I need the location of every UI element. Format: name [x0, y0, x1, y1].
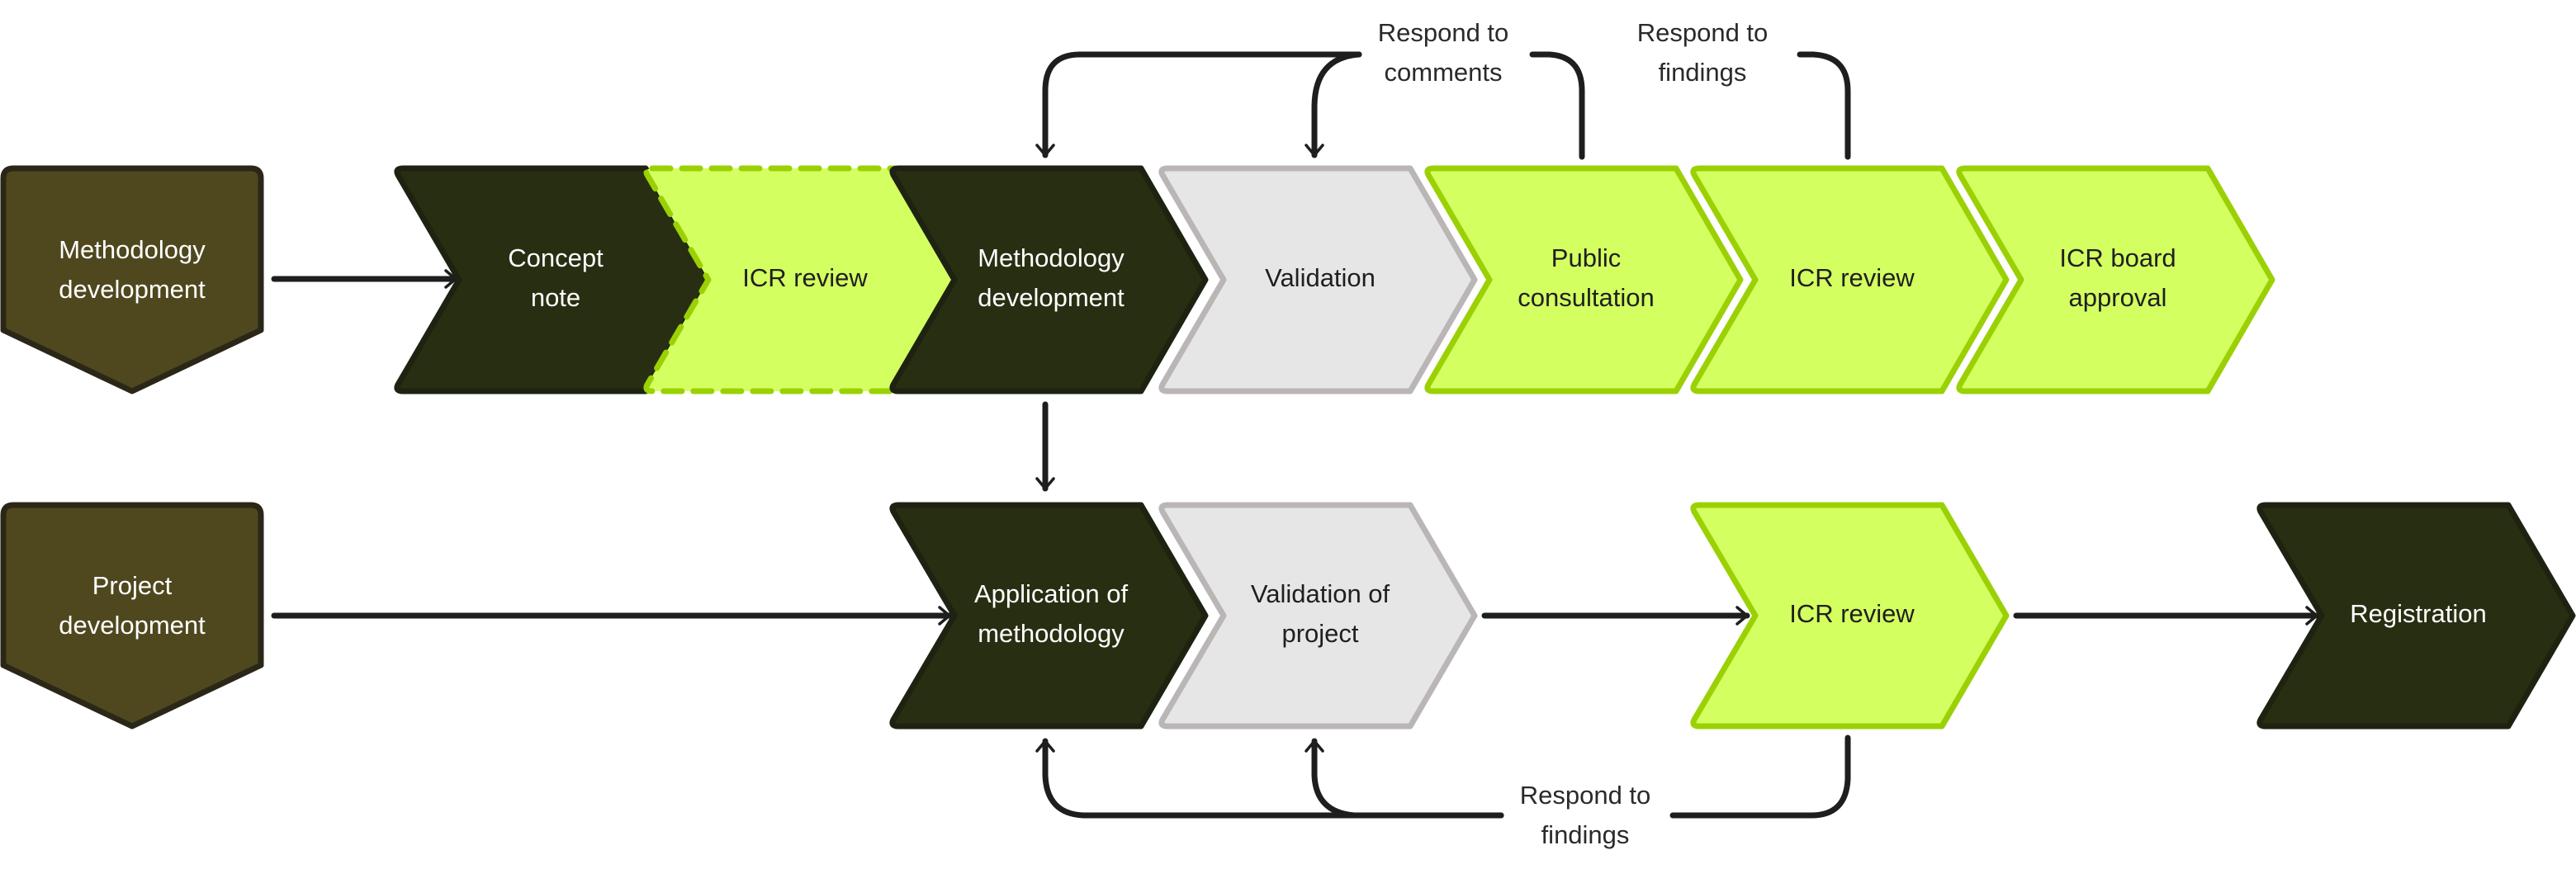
methodology-phase-node[interactable]: Methodology development	[0, 165, 264, 394]
edge-label-respond-to-comments-line: Respond to	[1378, 18, 1509, 47]
methodology-development-label-line: development	[978, 283, 1125, 312]
icr-review-1-label: ICR review	[742, 263, 868, 292]
edge-public-consultation-loop-a	[1529, 51, 1585, 160]
edge-label-respond-to-findings-top-line: Respond to	[1637, 18, 1769, 47]
icr-review-2-step[interactable]: ICR review	[1690, 165, 2010, 394]
icr-board-approval-label-line: approval	[2069, 283, 2167, 312]
phase-shape	[0, 165, 264, 394]
concept-note-label-line: Concept	[508, 243, 604, 272]
chevron-shape	[889, 165, 1209, 394]
public-consultation-step[interactable]: Public consultation	[1424, 165, 1744, 394]
public-consultation-label-line: consultation	[1518, 283, 1654, 312]
icr-review-1-step[interactable]: ICR review	[643, 165, 963, 394]
icr-review-2-label-line: ICR review	[1789, 263, 1915, 292]
icr-board-approval-step[interactable]: ICR board approval	[1956, 165, 2275, 394]
validation-of-project-label-line: project	[1281, 619, 1358, 648]
chevron-shape	[1424, 165, 1744, 394]
project-phase-label-line: Project	[92, 571, 173, 600]
methodology-development-label-line: Methodology	[978, 243, 1125, 272]
registration-label: Registration	[2350, 599, 2486, 628]
application-of-methodology-label-line: Application of	[974, 579, 1129, 608]
concept-note-label: Concept note	[508, 243, 604, 312]
chevron-shape	[1158, 165, 1478, 394]
chevron-shape	[1158, 502, 1478, 730]
phase-shape	[0, 502, 264, 730]
edge-label-respond-to-findings-top-line: findings	[1659, 58, 1747, 87]
edge-icr-review-3-loop-a	[1669, 734, 1851, 819]
chevron-shape	[889, 502, 1209, 730]
application-of-methodology-step[interactable]: Application of methodology	[889, 502, 1209, 730]
methodology-phase-label-line: Methodology	[59, 235, 206, 264]
edge-public-consultation-loop-c	[1305, 51, 1362, 158]
icr-review-3-step[interactable]: ICR review	[1690, 502, 2010, 730]
icr-board-approval-label-line: ICR board	[2059, 243, 2176, 272]
chevron-shape	[1690, 502, 2010, 730]
application-of-methodology-label: Application of methodology	[974, 579, 1129, 648]
edge-label-respond-to-comments-line: comments	[1385, 58, 1503, 87]
validation-label-line: Validation	[1265, 263, 1376, 292]
project-phase-node[interactable]: Project development	[0, 502, 264, 730]
validation-of-project-label-line: Validation of	[1251, 579, 1390, 608]
methodology-phase-label: Methodology development	[59, 235, 206, 304]
edge-public-consultation-loop-b	[1035, 51, 1362, 158]
edge-icr-review-2-loop	[1797, 51, 1851, 160]
validation-of-project-label: Validation of project	[1251, 579, 1390, 648]
validation-of-project-step[interactable]: Validation of project	[1158, 502, 1478, 730]
icr-review-3-label-line: ICR review	[1789, 599, 1915, 628]
edge-label-respond-to-findings-bottom-line: Respond to	[1520, 781, 1651, 810]
edge-label-respond-to-comments: Respond to comments	[1378, 18, 1509, 87]
methodology-development-step[interactable]: Methodology development	[889, 165, 1209, 394]
chevron-shape	[1690, 165, 2010, 394]
methodology-phase-label-line: development	[59, 275, 206, 304]
project-phase-label-line: development	[59, 611, 206, 640]
concept-note-label-line: note	[531, 283, 580, 312]
edge-icr-review-3-loop-c	[1305, 738, 1504, 819]
validation-step[interactable]: Validation	[1158, 165, 1478, 394]
edge-label-respond-to-findings-bottom: Respond to findings	[1520, 781, 1651, 849]
project-phase-label: Project development	[59, 571, 206, 640]
chevron-shape	[643, 165, 963, 394]
registration-label-line: Registration	[2350, 599, 2486, 628]
icr-board-approval-label: ICR board approval	[2059, 243, 2176, 312]
public-consultation-label: Public consultation	[1518, 243, 1654, 312]
public-consultation-label-line: Public	[1551, 243, 1621, 272]
edge-label-respond-to-findings-bottom-line: findings	[1541, 820, 1630, 849]
application-of-methodology-label-line: methodology	[978, 619, 1125, 648]
edge-icr-review-3-loop-b	[1035, 738, 1504, 819]
edge-label-respond-to-findings-top: Respond to findings	[1637, 18, 1769, 87]
chevron-shape	[2256, 502, 2576, 730]
methodology-development-label: Methodology development	[978, 243, 1125, 312]
icr-review-1-label-line: ICR review	[742, 263, 868, 292]
icr-review-3-label: ICR review	[1789, 599, 1915, 628]
validation-label: Validation	[1265, 263, 1376, 292]
registration-step[interactable]: Registration	[2256, 502, 2576, 730]
icr-review-2-label: ICR review	[1789, 263, 1915, 292]
edges-layer	[271, 51, 2320, 819]
chevron-shape	[1956, 165, 2275, 394]
chevron-shape	[394, 165, 713, 394]
concept-note-step[interactable]: Concept note	[394, 165, 713, 394]
